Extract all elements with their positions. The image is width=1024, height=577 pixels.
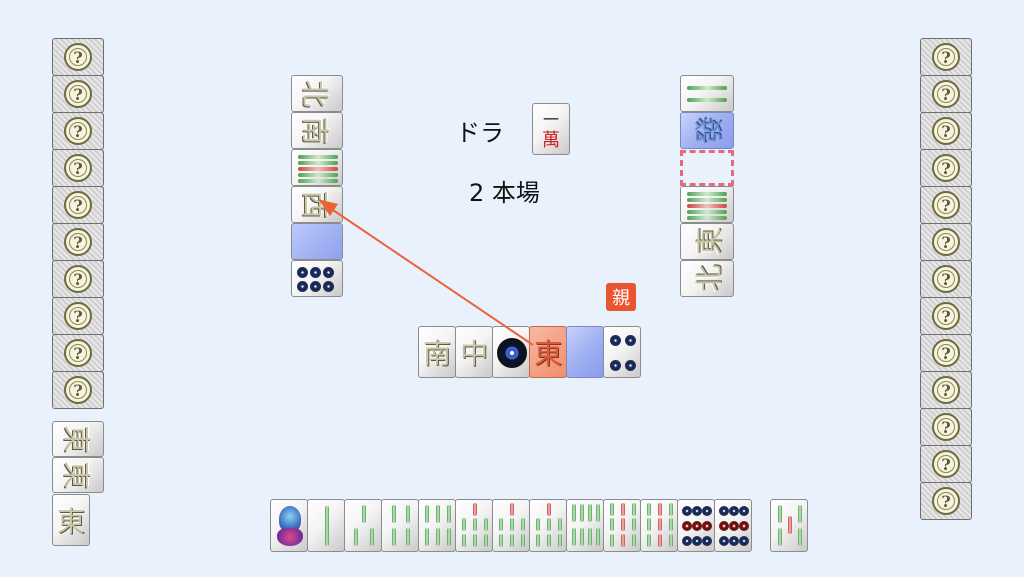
hand-tile-8-sou[interactable] — [566, 499, 604, 552]
hand-tile-7-sou[interactable] — [455, 499, 493, 552]
face-down-tile: ? — [52, 334, 104, 372]
hand-tile-6-sou[interactable] — [418, 499, 456, 552]
discard-tile-6-sou — [291, 149, 343, 186]
discard-tile-east-last: 東 — [529, 326, 567, 378]
discard-tile-red-dragon: 中 — [455, 326, 493, 378]
discard-tile-east: 東 — [680, 223, 734, 260]
face-down-tile: ? — [920, 223, 972, 261]
face-down-tile: ? — [920, 482, 972, 520]
face-down-tile: ? — [920, 260, 972, 298]
discard-tile-6-pin — [291, 260, 343, 297]
discard-tile-6-sou — [680, 186, 734, 223]
face-down-tile: ? — [52, 223, 104, 261]
discard-tile-4-pin — [603, 326, 641, 378]
discard-tile-white-dragon — [566, 326, 604, 378]
face-down-tile: ? — [52, 260, 104, 298]
discard-tile-south: 南 — [291, 112, 343, 149]
hand-tile-7-sou[interactable] — [529, 499, 567, 552]
hand-tile-9-sou[interactable] — [603, 499, 641, 552]
discard-tile-south: 南 — [418, 326, 456, 378]
discard-tile-north: 北 — [680, 260, 734, 297]
hand-tile-6-pin[interactable] — [714, 499, 752, 552]
face-down-tile: ? — [920, 445, 972, 483]
hand-tile-9-sou[interactable] — [640, 499, 678, 552]
face-down-tile: ? — [920, 334, 972, 372]
face-down-tile: ? — [920, 297, 972, 335]
face-down-tile: ? — [52, 186, 104, 224]
discard-tile-white-dragon — [291, 223, 343, 260]
dealer-badge: 親 — [606, 283, 636, 311]
face-down-tile: ? — [52, 75, 104, 113]
face-down-tile: ? — [52, 297, 104, 335]
face-down-tile: ? — [920, 149, 972, 187]
hand-tile-3-sou[interactable] — [344, 499, 382, 552]
dora-label: ドラ — [456, 119, 504, 147]
discard-tile-2-sou — [680, 75, 734, 112]
meld-tile-east: 東 — [52, 457, 104, 493]
meld-tile-east: 東 — [52, 421, 104, 457]
face-down-tile: ? — [52, 38, 104, 76]
discard-tile-green-dragon: 發 — [680, 112, 734, 149]
meld-tile-east: 東 — [52, 494, 90, 546]
hand-tile-7-sou[interactable] — [492, 499, 530, 552]
discard-tile-west: 西 — [291, 186, 343, 223]
face-down-tile: ? — [52, 149, 104, 187]
face-down-tile: ? — [920, 38, 972, 76]
honba-counter: 2 本場 — [469, 179, 540, 207]
hand-tile-flower[interactable] — [270, 499, 308, 552]
hand-tile-6-pin[interactable] — [677, 499, 715, 552]
drawn-tile-5-sou[interactable] — [770, 499, 808, 552]
face-down-tile: ? — [920, 408, 972, 446]
face-down-tile: ? — [920, 186, 972, 224]
discard-tile-north: 北 — [291, 75, 343, 112]
dora-indicator-tile: 一 萬 — [532, 103, 570, 155]
face-down-tile: ? — [52, 112, 104, 150]
hand-tile-1-sou[interactable] — [307, 499, 345, 552]
hand-tile-4-sou[interactable] — [381, 499, 419, 552]
face-down-tile: ? — [920, 112, 972, 150]
face-down-tile: ? — [52, 371, 104, 409]
discard-tile-1-pin — [492, 326, 530, 378]
face-down-tile: ? — [920, 75, 972, 113]
face-down-tile: ? — [920, 371, 972, 409]
discard-slot-indicator — [680, 150, 734, 186]
